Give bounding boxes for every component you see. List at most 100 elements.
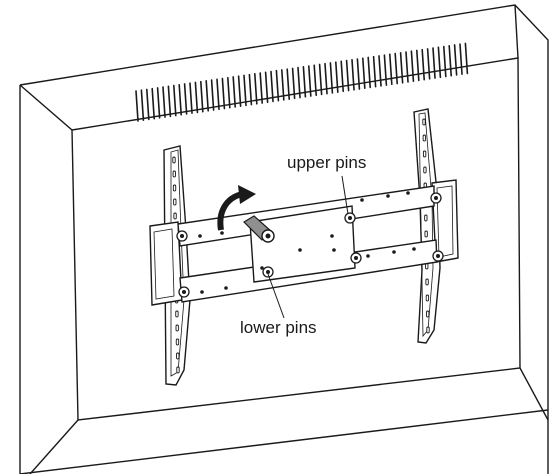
wall-outer-edge [20, 5, 548, 474]
pin-center [180, 234, 184, 238]
frame-hole [360, 198, 364, 202]
rail-hole [423, 119, 425, 125]
vent-slot [158, 88, 160, 118]
vent-slot [271, 72, 273, 102]
vent-slot [260, 73, 262, 103]
vent-slot [298, 68, 300, 98]
vent-slot [460, 44, 462, 74]
pin-center [348, 216, 352, 220]
vent-slot [352, 60, 354, 90]
vent-slot [201, 82, 203, 112]
frame-hole [332, 248, 336, 252]
vent-slot [293, 68, 295, 98]
vent-slot [374, 57, 376, 87]
rail-hole [174, 213, 176, 219]
rail-hole [176, 311, 178, 317]
vent-slot [395, 54, 397, 84]
rail-hole [425, 215, 427, 221]
rail-hole [426, 295, 428, 301]
wall-bottom-edge [20, 410, 548, 474]
vent-slot [438, 47, 440, 77]
frame-hole [260, 266, 264, 270]
rail-hole [423, 151, 425, 157]
rail-hole [173, 185, 175, 191]
vent-slot [179, 85, 181, 115]
vent-slot [406, 52, 408, 82]
vent-slot [422, 50, 424, 80]
wall-bevel-bottom-left [30, 420, 78, 474]
vent-slot [212, 80, 214, 110]
vent-slot [239, 76, 241, 106]
vent-slot [309, 66, 311, 96]
pin-center [354, 256, 358, 260]
vent-slot [465, 43, 467, 73]
upper-pins-label: upper pins [287, 153, 366, 172]
vent-slot [320, 64, 322, 94]
arrow-head [238, 185, 256, 204]
vent-slot [336, 62, 338, 92]
vent-slot [249, 75, 251, 105]
rail-hole [177, 367, 179, 373]
frame-hole [392, 250, 396, 254]
vent-slot [233, 77, 235, 107]
center-plate [250, 206, 355, 282]
vent-slot [217, 79, 219, 109]
rail-hole [426, 279, 428, 285]
vent-slot [244, 75, 246, 105]
vent-slot [163, 87, 165, 117]
pin-center [266, 270, 270, 274]
pin-center [434, 196, 438, 200]
rail-hole [427, 327, 429, 333]
vent-slot [147, 89, 149, 119]
rail-hole [176, 325, 178, 331]
frame-hole [298, 248, 302, 252]
vent-slot [206, 81, 208, 111]
vent-slot [428, 49, 430, 79]
frame-hole [330, 234, 334, 238]
frame-hole [224, 286, 228, 290]
vent-slot [255, 74, 257, 104]
pins [177, 193, 443, 297]
vent-slot [190, 83, 192, 113]
frame-hole [200, 290, 204, 294]
lower-pins-leader [268, 274, 284, 318]
lower-pins-label: lower pins [240, 318, 317, 337]
frame-hole [220, 231, 224, 235]
vent-slot [330, 63, 332, 93]
vent-slot [276, 71, 278, 101]
vent-slot [141, 90, 143, 120]
vent-slot [168, 86, 170, 116]
vent-slot [411, 51, 413, 81]
vent-slot [303, 67, 305, 97]
rail-hole [177, 353, 179, 359]
upper-pins-leader [342, 176, 348, 214]
vent-slot [325, 64, 327, 94]
vent-slot [347, 61, 349, 91]
vent-slot [444, 47, 446, 77]
rail-hole [424, 167, 426, 173]
vent-slot [152, 89, 154, 119]
vent-slot [185, 84, 187, 114]
frame-hole [412, 247, 416, 251]
rail-hole [423, 135, 425, 141]
vent-slot [228, 78, 230, 108]
frame-hole [386, 194, 390, 198]
vent-slot [449, 46, 451, 76]
vent-slot [136, 91, 138, 121]
vent-slot [363, 58, 365, 88]
left-end-cap-inner [154, 229, 174, 299]
pin-center [436, 254, 440, 258]
vent-slot [357, 59, 359, 89]
vent-slots [136, 43, 467, 121]
frame-hole [198, 234, 202, 238]
vent-slot [379, 56, 381, 86]
rail-hole [173, 157, 175, 163]
vent-slot [455, 45, 457, 75]
vent-slot [282, 70, 284, 100]
wall-bevel-top-right [515, 5, 518, 58]
vent-slot [401, 53, 403, 83]
vent-slot [174, 86, 176, 116]
vent-slot [390, 54, 392, 84]
pin-center [182, 290, 186, 294]
